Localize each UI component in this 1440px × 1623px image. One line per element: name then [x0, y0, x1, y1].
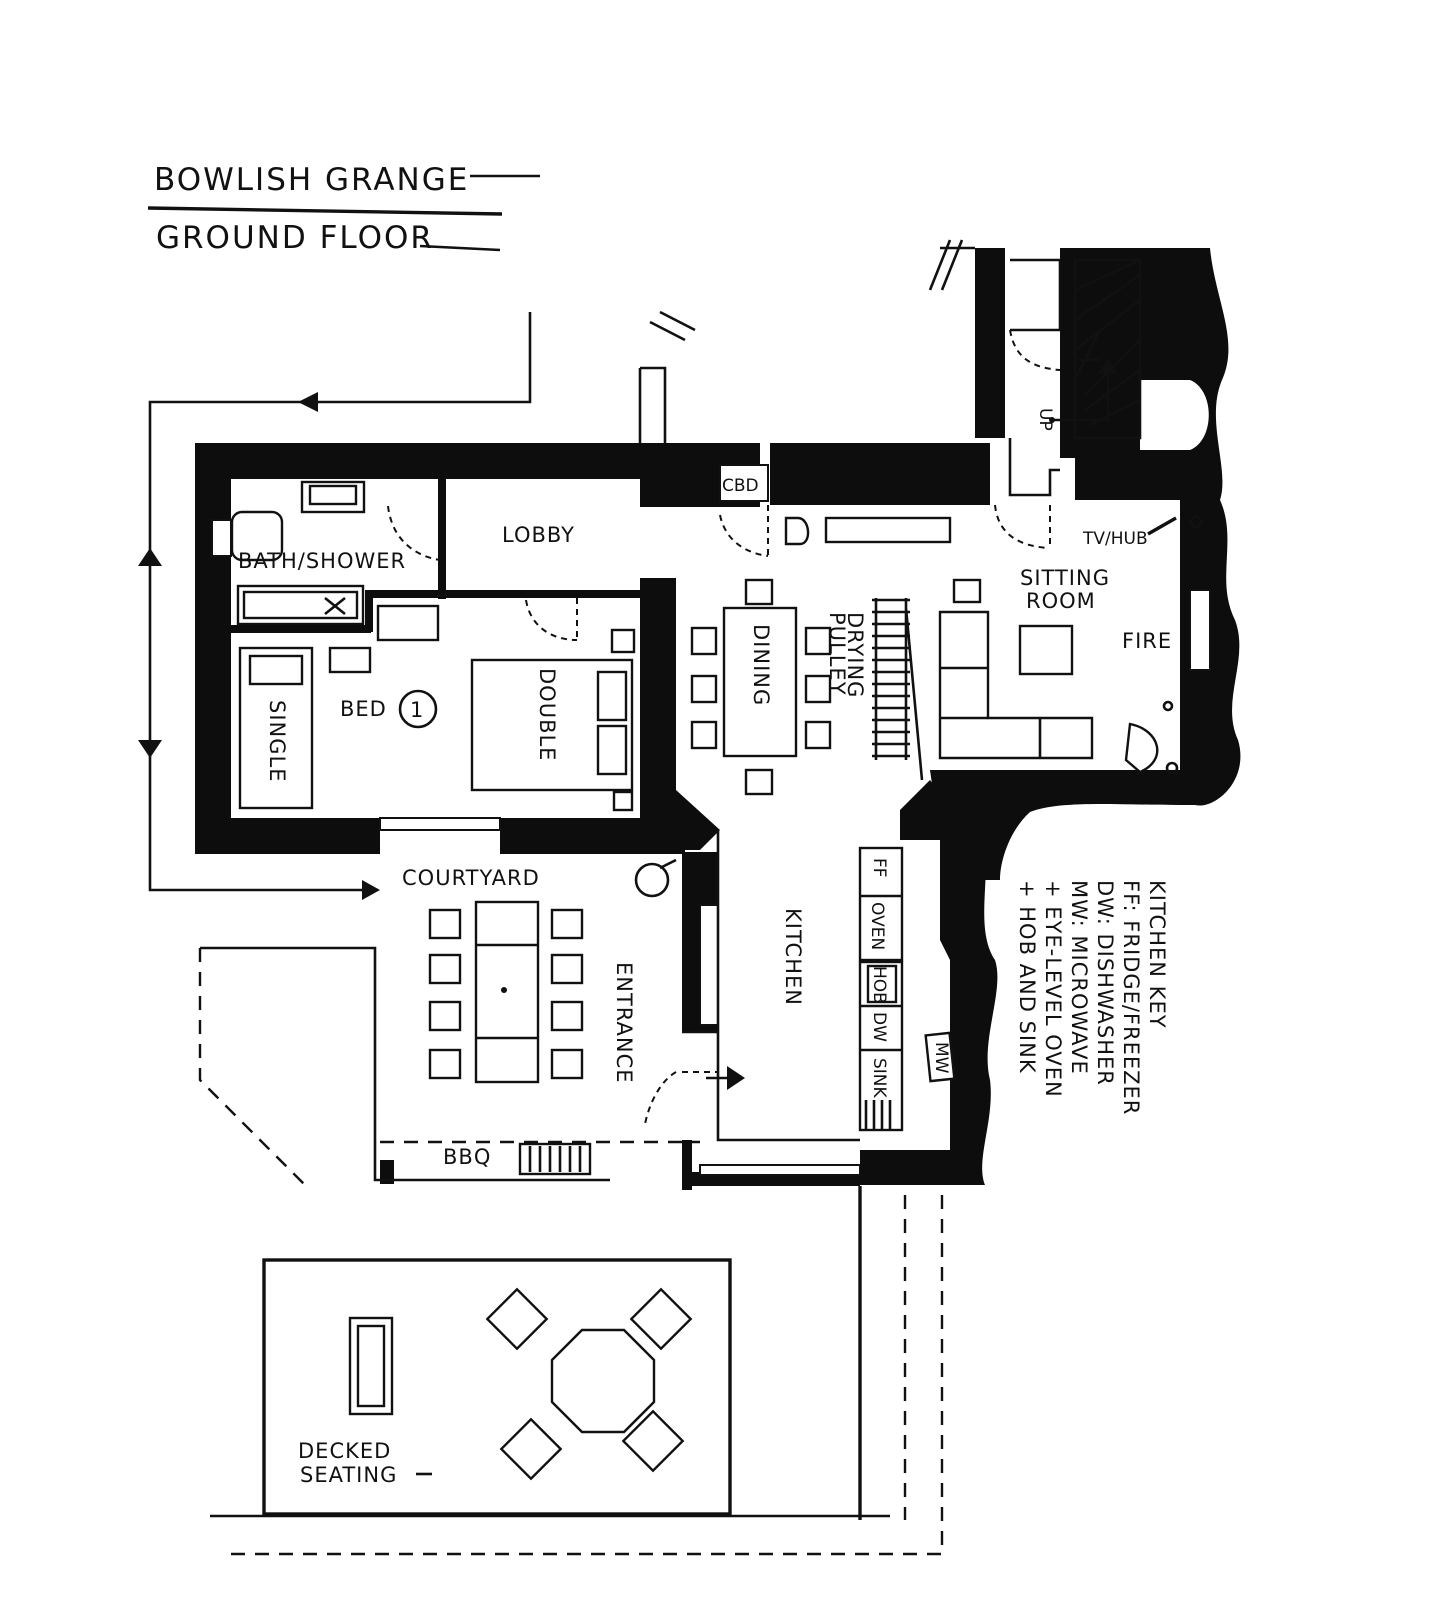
label-up: UP: [1035, 408, 1055, 431]
arrow-up-icon: [138, 548, 162, 566]
label-hob: HOB: [869, 966, 889, 1004]
decked-seating: DECKED SEATING: [262, 1258, 732, 1516]
garden-boundaries: [210, 1186, 944, 1556]
kitchen-key-entry-ff: FF: FRIDGE/FREEZER: [1119, 880, 1143, 1115]
label-bbq: BBQ: [443, 1145, 491, 1169]
drying-pulley: DRYING PULLEY: [825, 598, 924, 781]
label-bed-1: BED: [340, 697, 387, 721]
label-single: SINGLE: [265, 700, 289, 782]
title-line-2: GROUND FLOOR: [156, 220, 434, 256]
staircase: UP: [1008, 258, 1142, 497]
kitchen-key: KITCHEN KEY FF: FRIDGE/FREEZER DW: DISHW…: [1015, 880, 1169, 1115]
dining: DINING: [690, 578, 832, 796]
label-bath-shower: BATH/SHOWER: [238, 549, 406, 573]
label-kitchen: KITCHEN: [781, 908, 805, 1006]
lobby: LOBBY CBD: [502, 464, 769, 641]
label-tv-hub: TV/HUB: [1082, 529, 1148, 549]
label-mw: MW: [931, 1042, 951, 1074]
kitchen-key-entry-oven: + EYE-LEVEL OVEN: [1041, 880, 1065, 1098]
arrow-right-icon: [362, 880, 380, 900]
label-oven: OVEN: [867, 902, 887, 950]
label-courtyard: COURTYARD: [402, 866, 540, 890]
windows: [211, 519, 1211, 1176]
arrow-left-icon: [298, 392, 318, 412]
arrow-down-icon: [138, 740, 162, 758]
stair-arrow-up-icon: [1098, 358, 1118, 374]
label-pulley: PULLEY: [825, 612, 849, 696]
label-seating: SEATING: [300, 1463, 397, 1487]
kitchen-key-heading: KITCHEN KEY: [1145, 880, 1169, 1029]
kitchen-key-entry-hob: + HOB AND SINK: [1015, 880, 1039, 1074]
entrance-arrow-icon: [727, 1066, 745, 1090]
label-fire: FIRE: [1122, 629, 1172, 653]
label-cbd: CBD: [722, 476, 759, 496]
label-double: DOUBLE: [535, 668, 559, 761]
plan-title: BOWLISH GRANGE GROUND FLOOR: [147, 162, 540, 256]
kitchen: KITCHEN FF OVEN HOB DW SINK MW: [716, 830, 956, 1142]
dimension-lines: [138, 312, 532, 900]
title-line-1: BOWLISH GRANGE: [154, 162, 469, 198]
label-dining: DINING: [749, 624, 773, 706]
kitchen-key-entry-dw: DW: DISHWASHER: [1093, 880, 1117, 1086]
label-drying: DRYING: [843, 612, 867, 698]
entrance: ENTRANCE: [612, 962, 745, 1125]
sitting-room: TV/HUB SITTING ROOM FIRE: [784, 504, 1203, 775]
kitchen-key-entry-mw: MW: MICROWAVE: [1067, 880, 1091, 1075]
label-sitting: SITTING: [1020, 566, 1110, 590]
bathroom: BATH/SHOWER: [230, 480, 441, 626]
label-sink: SINK: [869, 1058, 889, 1099]
courtyard: COURTYARD BBQ: [198, 858, 700, 1191]
label-dw: DW: [869, 1012, 889, 1042]
walls: [195, 248, 1241, 1190]
label-room: ROOM: [1026, 589, 1096, 613]
label-entrance: ENTRANCE: [612, 962, 636, 1084]
label-decked: DECKED: [298, 1439, 391, 1463]
bed-number-badge: 1: [410, 698, 424, 722]
label-lobby: LOBBY: [502, 523, 575, 547]
label-ff: FF: [869, 858, 889, 878]
bedroom-1: SINGLE BED 1 DOUBLE: [238, 604, 636, 812]
flue-lines: [638, 239, 975, 443]
